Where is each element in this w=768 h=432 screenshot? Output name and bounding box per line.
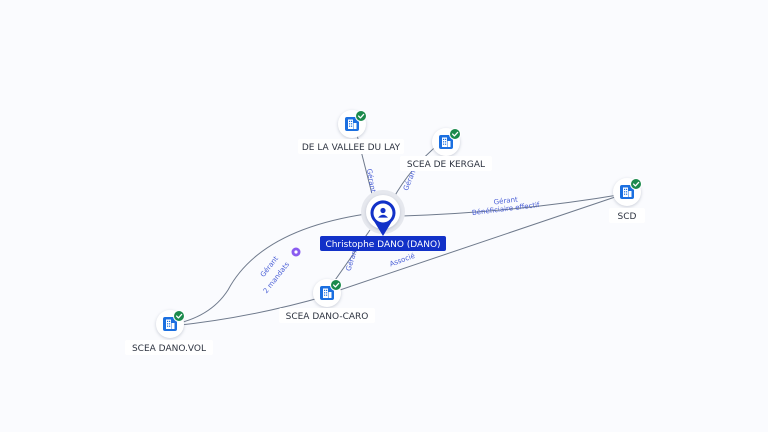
person-label: Christophe DANO (DANO)	[325, 240, 440, 250]
edge-vol-to-caro	[171, 295, 327, 327]
verified-check-icon	[354, 109, 368, 123]
company-label: DE LA VALLEE DU LAY	[302, 143, 401, 153]
company-node-scea-dano-caro[interactable]: SCEA DANO-CARO	[279, 278, 375, 323]
verified-check-icon	[172, 309, 186, 323]
company-label: SCEA DE KERGAL	[407, 160, 485, 170]
edge-label-gerant-scd: Gérant	[493, 196, 518, 207]
company-label: SCEA DANO.VOL	[132, 344, 206, 354]
edge-caro-to-scd	[333, 193, 625, 293]
edge-to-scd	[401, 193, 625, 217]
company-node-scea-dano-vol[interactable]: SCEA DANO.VOL	[125, 309, 213, 355]
company-label: SCEA DANO-CARO	[286, 312, 369, 322]
verified-check-icon	[448, 127, 462, 141]
verified-check-icon	[329, 278, 343, 292]
company-node-de-la-vallee-du-lay[interactable]: DE LA VALLEE DU LAY	[298, 109, 404, 154]
edges	[169, 134, 625, 327]
mandate-count-badge[interactable]	[291, 247, 301, 257]
person-node-christophe-dano[interactable]: Christophe DANO (DANO)	[320, 190, 446, 251]
edge-label-gerant-lay: Gérant	[365, 168, 377, 193]
verified-check-icon	[629, 177, 643, 191]
company-node-scea-de-kergal[interactable]: SCEA DE KERGAL	[400, 127, 492, 171]
company-node-scd[interactable]: SCD	[609, 177, 645, 223]
user-icon	[378, 207, 388, 218]
edge-to-scea-dano-vol	[169, 213, 367, 326]
company-label: SCD	[618, 212, 637, 222]
